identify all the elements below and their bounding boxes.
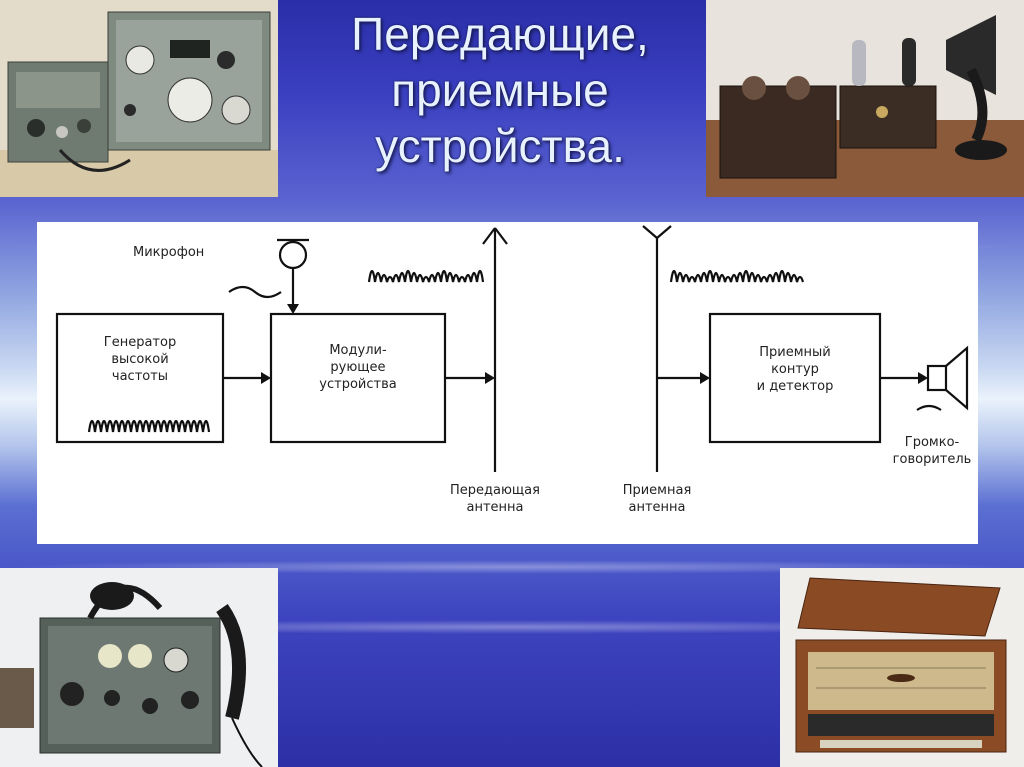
- loudspeaker-label: Громко- говоритель: [892, 435, 972, 467]
- receiver-label: Приемный контур и детектор: [756, 345, 834, 394]
- received-wave-icon: [669, 269, 805, 283]
- wooden-tube-radio-photo: [780, 568, 1024, 767]
- title-line: приемные: [391, 64, 609, 116]
- title-line: Передающие,: [351, 8, 649, 60]
- microphone-label: Микрофон: [133, 245, 205, 260]
- title-line: устройства.: [375, 120, 625, 172]
- microphone-icon: [278, 240, 308, 270]
- loudspeaker-icon: [926, 364, 948, 392]
- modulated-wave-icon: [367, 269, 485, 283]
- slide-title: Передающие, приемные устройства.: [290, 6, 710, 174]
- early-radio-receiver-with-horn-photo: [706, 0, 1024, 197]
- radio-transmission-block-diagram: Микрофон Генератор высокой частоты Модул…: [37, 222, 978, 544]
- field-radio-with-headset-photo: [0, 568, 278, 767]
- transmitting-antenna-label: Передающая антенна: [450, 483, 540, 515]
- diagram-lines: [55, 225, 969, 472]
- military-radio-station-photo: [0, 0, 278, 197]
- receiving-antenna-label: Приемная антенна: [622, 483, 692, 515]
- generator-label: Генератор высокой частоты: [103, 335, 177, 384]
- modulator-label: Модули- рующее устройства: [319, 343, 397, 392]
- carrier-wave-icon: [87, 419, 211, 433]
